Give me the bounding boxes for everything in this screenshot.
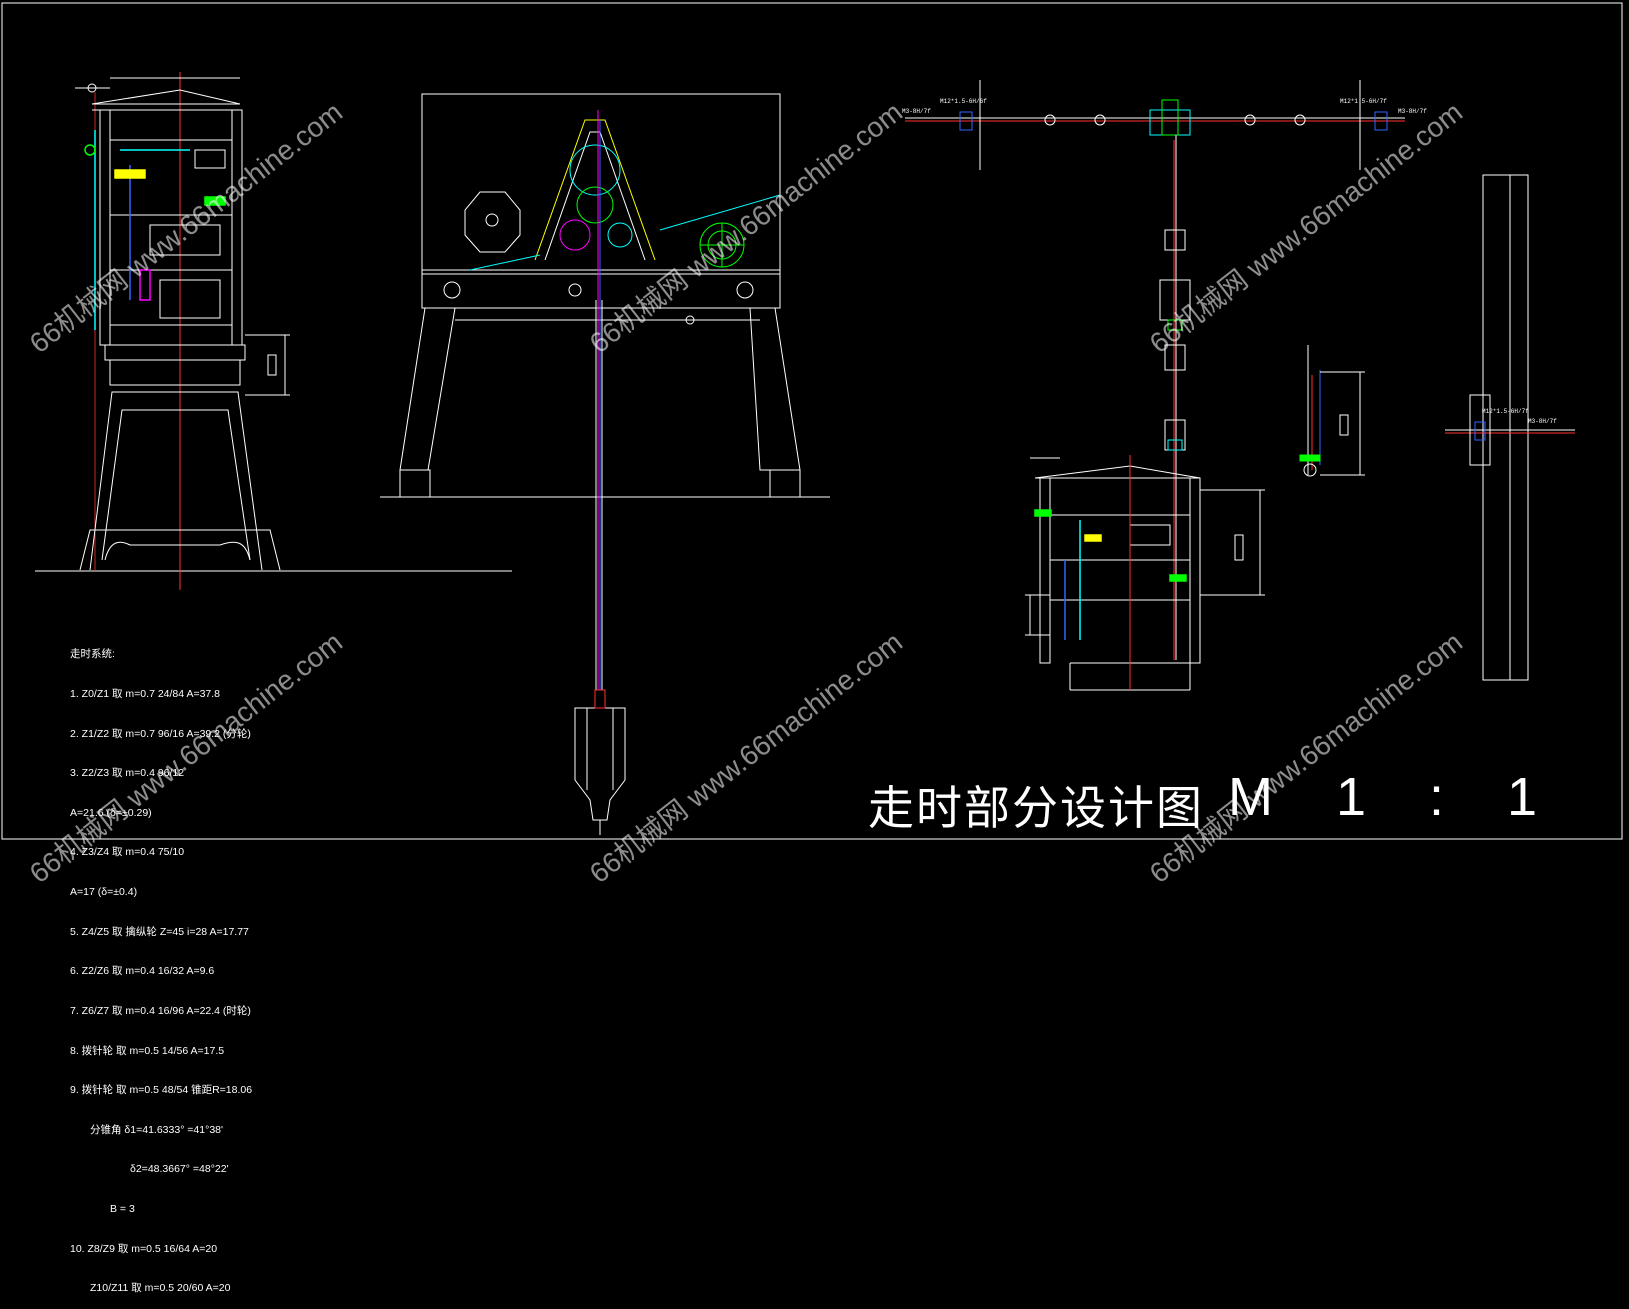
shaft-left-label: M3-8H/7f xyxy=(902,108,931,115)
right-shaft-assembly xyxy=(905,80,1405,660)
notes-line: Z10/Z11 取 m=0.5 20/60 A=20 xyxy=(90,1282,231,1295)
drawing-scale: M 1 : 1 xyxy=(1228,767,1562,827)
notes-line: 5. Z4/Z5 取 擒纵轮 Z=45 i=28 A=17.77 xyxy=(70,925,249,938)
shaft-side2-label: M3-8H/7f xyxy=(1528,418,1557,425)
right-small-colored xyxy=(1034,509,1187,640)
notes-line: 7. Z6/Z7 取 m=0.4 16/96 A=22.4 (时轮) xyxy=(70,1004,251,1017)
drawing-canvas xyxy=(1,2,1623,840)
notes-line: 分锥角 δ1=41.6333° =41°38' xyxy=(90,1123,223,1136)
notes-line: 9. 拨针轮 取 m=0.5 48/54 锥距R=18.06 xyxy=(70,1084,253,1097)
shaft-mid-label: M12*1.5-6H/7f xyxy=(1340,98,1387,105)
left-side-view xyxy=(35,72,512,590)
notes-line: 2. Z1/Z2 取 m=0.7 96/16 A=39.2 (分轮) xyxy=(70,727,251,740)
drawing-border xyxy=(1,2,1623,840)
left-colored-details xyxy=(84,130,226,330)
shaft-detail xyxy=(1299,345,1365,477)
notes-line: A=17 (δ=±0.4) xyxy=(70,886,138,899)
notes-line: 1. Z0/Z1 取 m=0.7 24/84 A=37.8 xyxy=(70,688,221,701)
notes-line: A=21.6 (δ=±0.29) xyxy=(70,806,152,819)
notes-line: 10. Z8/Z9 取 m=0.5 16/64 A=20 xyxy=(70,1242,218,1255)
notes-line: δ2=48.3667° =48°22' xyxy=(130,1163,229,1176)
tall-plate xyxy=(1445,174,1575,681)
notes-line: 8. 拨针轮 取 m=0.5 14/56 A=17.5 xyxy=(70,1044,225,1057)
notes-heading: 走时系统: xyxy=(70,648,115,661)
notes-line: 6. Z2/Z6 取 m=0.4 16/32 A=9.6 xyxy=(70,965,215,978)
gear-spec-notes: 走时系统: 1. Z0/Z1 取 m=0.7 24/84 A=37.8 2. Z… xyxy=(70,622,370,1309)
center-front-view xyxy=(380,93,830,835)
drawing-title: 走时部分设计图 xyxy=(868,781,1204,835)
notes-line: 4. Z3/Z4 取 m=0.4 75/10 xyxy=(70,846,185,859)
shaft-right-label: M3-8H/7f xyxy=(1398,108,1427,115)
notes-line: 3. Z2/Z3 取 m=0.4 96/12 xyxy=(70,767,185,780)
shaft-left2-label: M12*1.5-6H/6f xyxy=(940,98,987,105)
right-small-view xyxy=(1025,455,1265,691)
notes-line: B = 3 xyxy=(110,1202,135,1215)
shaft-side-label: M12*1.5-6H/7f xyxy=(1482,408,1529,415)
